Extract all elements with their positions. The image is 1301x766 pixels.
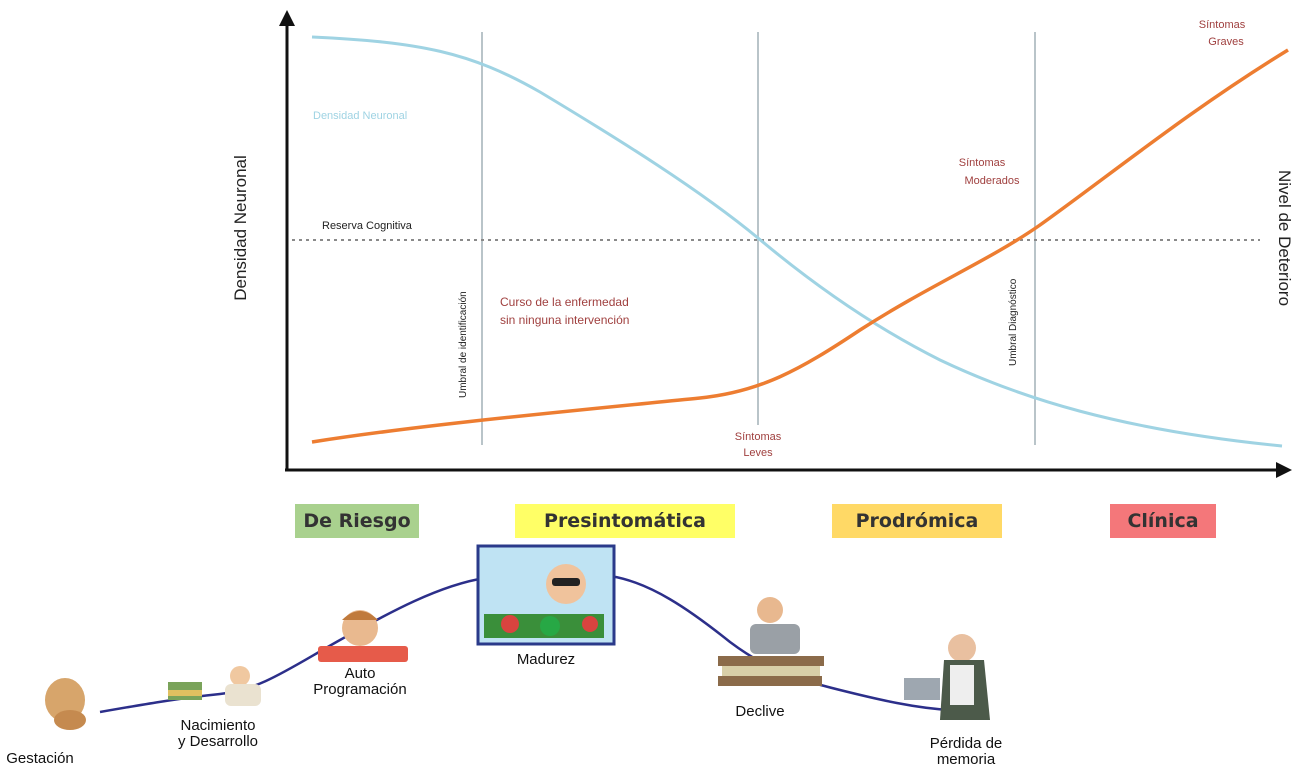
phase-presymptomatic: Presintomática bbox=[515, 504, 735, 538]
stage-auto-label-2: Programación bbox=[313, 681, 406, 698]
stage-gestation-label: Gestación bbox=[6, 750, 74, 766]
neuronal-density-curve bbox=[311, 35, 1283, 448]
mild-symptoms-label-2: Leves bbox=[743, 447, 773, 459]
phase-prodromal: Prodrómica bbox=[832, 504, 1002, 538]
gestation-illustration bbox=[45, 678, 86, 730]
severe-symptoms-label-1: Síntomas bbox=[1199, 19, 1246, 31]
birth-illustration bbox=[168, 666, 261, 706]
moderate-symptoms-label-2: Moderados bbox=[964, 175, 1020, 187]
identification-threshold-label: Umbral de identificación bbox=[458, 291, 469, 398]
phase-clinical: Clínica bbox=[1110, 504, 1216, 538]
stage-birth-label-2: y Desarrollo bbox=[178, 733, 258, 750]
self-programming-illustration bbox=[318, 610, 408, 662]
diagnostic-threshold-label: Umbral Diagnóstico bbox=[1008, 278, 1019, 366]
disease-course-label-1: Curso de la enfermedad bbox=[500, 295, 629, 309]
mild-symptoms-label-1: Síntomas bbox=[735, 431, 782, 443]
memory-loss-illustration bbox=[904, 634, 990, 720]
deterioration-curve bbox=[311, 48, 1289, 444]
stage-memory-label-2: memoria bbox=[937, 751, 996, 766]
y-axis-right-title: Nivel de Deterioro bbox=[1275, 169, 1295, 307]
neuronal-density-curve-label: Densidad Neuronal bbox=[313, 110, 407, 122]
x-axis-arrow bbox=[1276, 462, 1292, 478]
stage-memory-label-1: Pérdida de bbox=[930, 735, 1003, 752]
stage-auto-label-1: Auto bbox=[345, 665, 376, 682]
y-axis-left-title: Densidad Neuronal bbox=[230, 155, 250, 301]
maturity-illustration bbox=[476, 544, 616, 646]
severe-symptoms-label-2: Graves bbox=[1208, 36, 1244, 48]
disease-course-label-2: sin ninguna intervención bbox=[500, 313, 629, 327]
y-axis-arrow bbox=[279, 10, 295, 26]
cognitive-reserve-label: Reserva Cognitiva bbox=[322, 220, 413, 232]
stage-birth-label-1: Nacimiento bbox=[180, 717, 255, 734]
decline-illustration bbox=[718, 597, 824, 686]
stage-maturity-label: Madurez bbox=[517, 651, 575, 668]
moderate-symptoms-label-1: Síntomas bbox=[959, 157, 1006, 169]
stage-decline-label: Declive bbox=[735, 703, 784, 720]
phase-at-risk: De Riesgo bbox=[295, 504, 419, 538]
